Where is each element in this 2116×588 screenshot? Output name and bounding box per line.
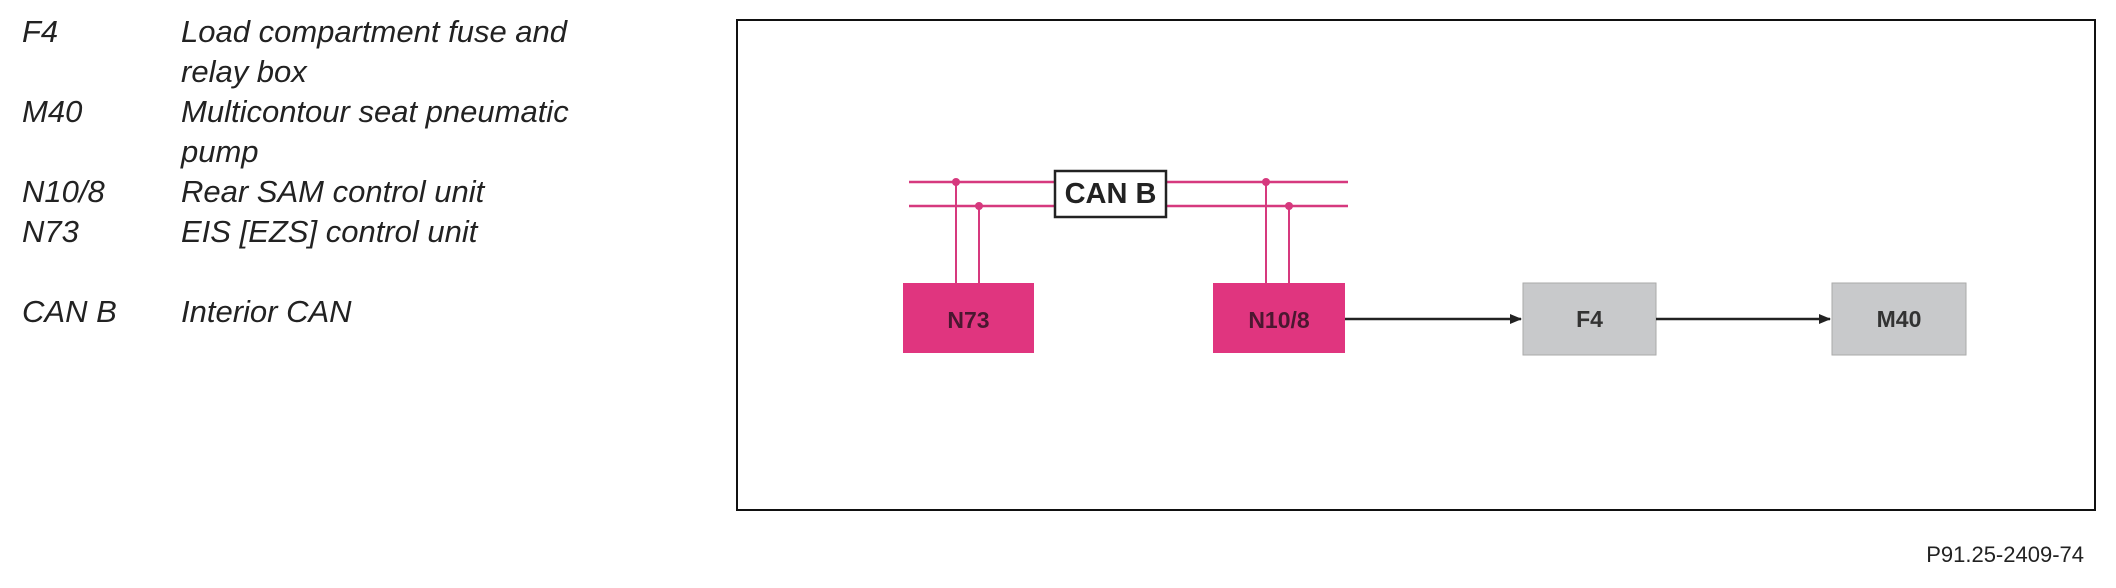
diagram-frame: CAN B N73 N10/8 F4 M40 [736, 19, 2096, 511]
legend-row-f4: F4 Load compartment fuse and relay box [22, 12, 642, 92]
f4-fuse-box [1522, 282, 1657, 356]
legend-code: N73 [22, 214, 79, 249]
m40-label: M40 [1877, 306, 1922, 332]
figure-id: P91.25-2409-74 [1926, 542, 2084, 567]
n73-junction-dot [952, 178, 960, 186]
legend-description: Rear SAM control unit [181, 174, 485, 209]
legend-code: F4 [22, 14, 59, 49]
n10-8-label: N10/8 [1248, 307, 1310, 333]
legend-code: CAN B [22, 294, 117, 329]
legend-description: Interior CAN [181, 294, 352, 329]
legend: F4 Load compartment fuse and relay box M… [22, 12, 642, 332]
n10-8-junction-dot [1285, 202, 1293, 210]
legend-row-n10-8: N10/8 Rear SAM control unit [22, 172, 642, 212]
legend-row-m40: M40 Multicontour seat pneumatic pump [22, 92, 642, 172]
legend-code: M40 [22, 94, 83, 129]
legend-code: N10/8 [22, 174, 105, 209]
n10-8-junction-dot [1262, 178, 1270, 186]
n73-label: N73 [947, 307, 989, 333]
can-b-label-box [1053, 169, 1168, 219]
legend-row-n73: N73 EIS [EZS] control unit [22, 212, 642, 252]
n73-control-unit-box [903, 283, 1034, 353]
legend-description: EIS [EZS] control unit [181, 214, 478, 249]
f4-label: F4 [1576, 306, 1603, 332]
legend-row-can-b: CAN B Interior CAN [22, 292, 642, 332]
can-b-label: CAN B [1065, 178, 1157, 210]
m40-pump-box [1831, 282, 1967, 356]
legend-description: Multicontour seat pneumatic pump [181, 94, 569, 169]
legend-description: Load compartment fuse and relay box [181, 14, 568, 89]
can-diagram: CAN B N73 N10/8 F4 M40 [903, 169, 1967, 356]
n10-8-control-unit-box [1213, 283, 1345, 353]
n73-junction-dot [975, 202, 983, 210]
